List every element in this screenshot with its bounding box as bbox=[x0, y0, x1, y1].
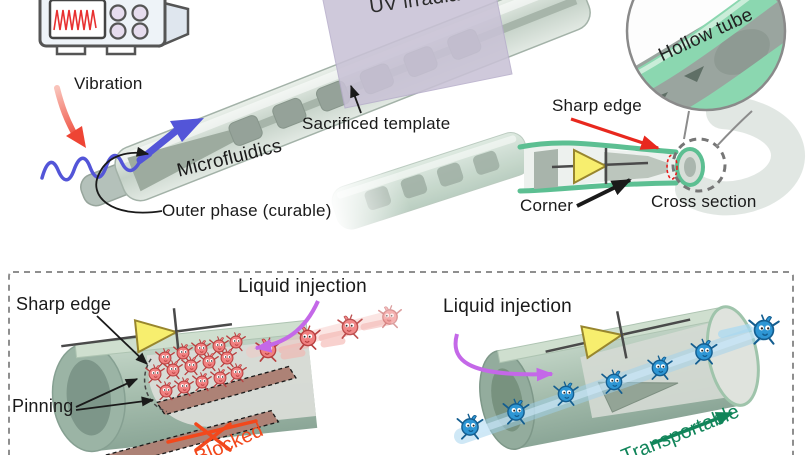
vibration-label: Vibration bbox=[74, 74, 143, 93]
waveform-screen bbox=[48, 0, 107, 40]
inner-phase-cone bbox=[127, 124, 252, 192]
waveform-icon bbox=[53, 9, 97, 31]
pinning-arrow-2 bbox=[75, 396, 155, 411]
sharp-edge-arrow-left bbox=[96, 315, 148, 365]
vibration-arrow bbox=[54, 85, 86, 148]
sacrificed-template-arrow bbox=[350, 84, 362, 114]
corner-arrow bbox=[576, 178, 632, 208]
inset-leader-lines bbox=[683, 110, 753, 148]
sharp-edge-highlight bbox=[666, 154, 678, 180]
cross-section-dashed-circle bbox=[671, 137, 727, 193]
diode-symbol-right bbox=[545, 311, 691, 360]
sharp-edge-label-bottom: Sharp edge bbox=[16, 294, 112, 314]
uv-irradiation-panel bbox=[322, 0, 513, 109]
liquid-injection-arrow-right bbox=[453, 333, 554, 382]
outer-phase-leader bbox=[95, 146, 163, 214]
cross-section-label: Cross section bbox=[651, 192, 757, 211]
bottom-panel-box bbox=[8, 271, 794, 455]
corner-tube bbox=[517, 140, 705, 194]
ghost-coil-tube bbox=[675, 95, 805, 216]
blocked-tube bbox=[51, 308, 318, 455]
pinned-meniscus bbox=[143, 358, 167, 413]
sharp-edge-slab bbox=[155, 365, 297, 416]
liquid-injection-arrow-left bbox=[254, 300, 320, 353]
red-droplet-runners bbox=[255, 304, 403, 362]
corner-label: Corner bbox=[520, 196, 574, 215]
blocked-cross bbox=[166, 419, 258, 452]
sharp-edge-arrow-top bbox=[570, 117, 660, 150]
pinning-label: Pinning bbox=[12, 396, 74, 416]
liquid-injection-label-left: Liquid injection bbox=[238, 276, 367, 297]
pinning-arrow-1 bbox=[75, 378, 139, 408]
knob-buttons bbox=[109, 4, 149, 40]
blue-droplet-runners bbox=[456, 314, 780, 440]
sacrificed-template-label: Sacrificed template bbox=[302, 114, 451, 133]
transportable-arrow bbox=[650, 411, 734, 446]
outer-phase-label: Outer phase (curable) bbox=[162, 201, 332, 220]
signal-generator bbox=[38, 0, 190, 56]
sharp-edge-label-top: Sharp edge bbox=[552, 96, 642, 115]
hollow-tube-inset bbox=[625, 0, 787, 112]
diode-symbol-left bbox=[61, 308, 233, 357]
cured-tube bbox=[322, 132, 531, 239]
diode-symbol-top bbox=[551, 148, 649, 185]
liquid-injection-label-right: Liquid injection bbox=[443, 296, 572, 317]
